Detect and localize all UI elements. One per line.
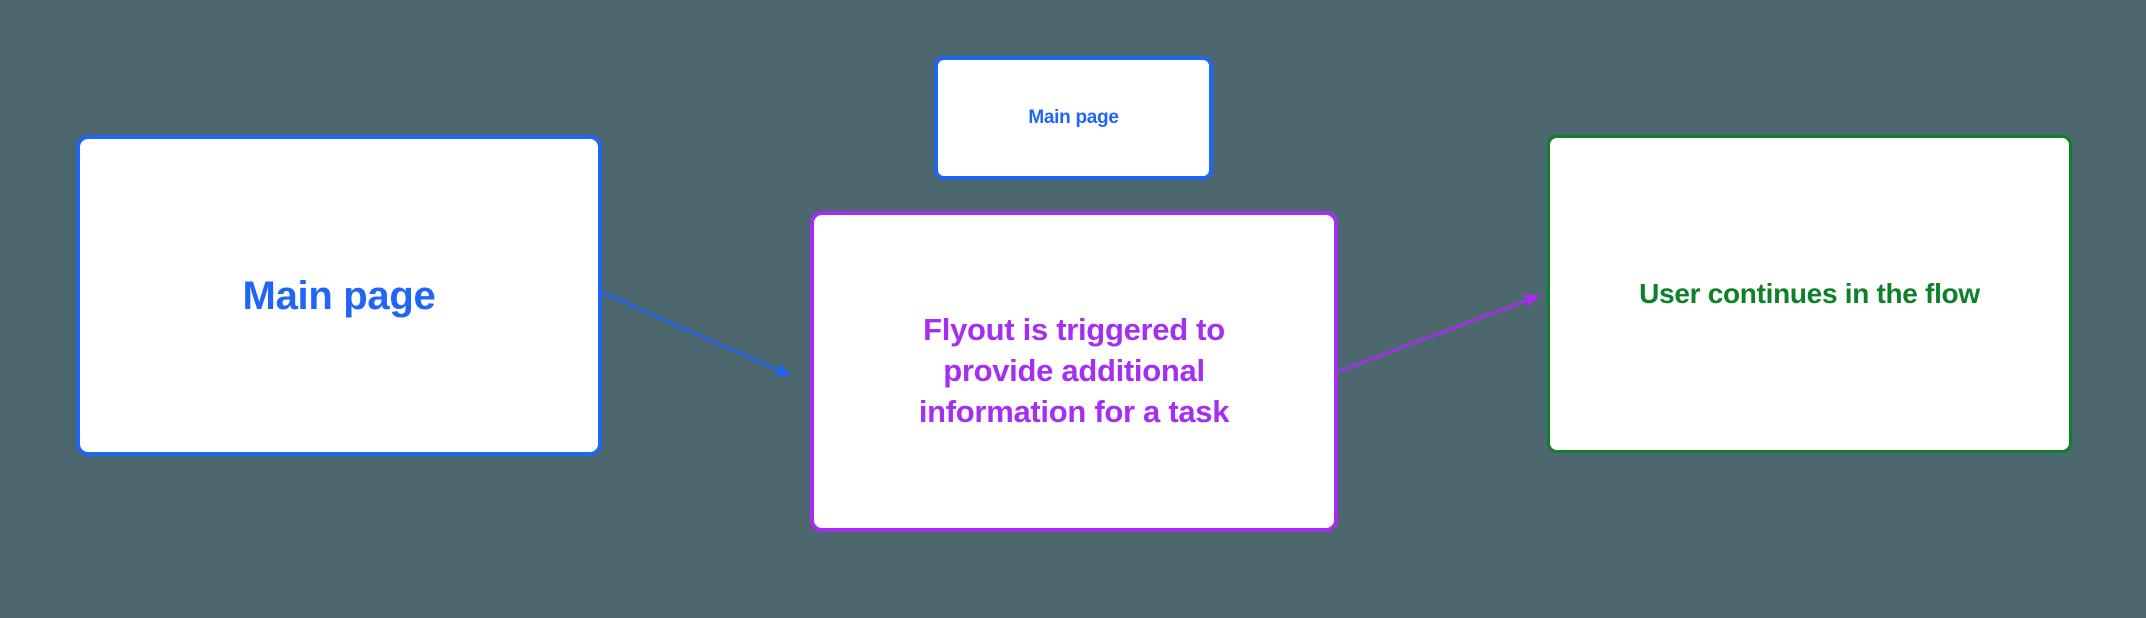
node-main-page-top-label: Main page <box>1028 106 1119 128</box>
node-main-page-left[interactable]: Main page <box>76 135 602 456</box>
node-main-page-left-label: Main page <box>242 273 436 318</box>
node-main-page-top[interactable]: Main page <box>934 56 1213 180</box>
edge-flyout-to-user-continues <box>1339 294 1541 373</box>
node-user-continues-label: User continues in the flow <box>1639 278 1980 310</box>
node-user-continues[interactable]: User continues in the flow <box>1547 135 2072 453</box>
edge-main-page-to-flyout <box>600 290 792 377</box>
node-flyout-label: Flyout is triggered to provide additiona… <box>918 312 1230 429</box>
node-flyout[interactable]: Flyout is triggered to provide additiona… <box>810 211 1338 532</box>
